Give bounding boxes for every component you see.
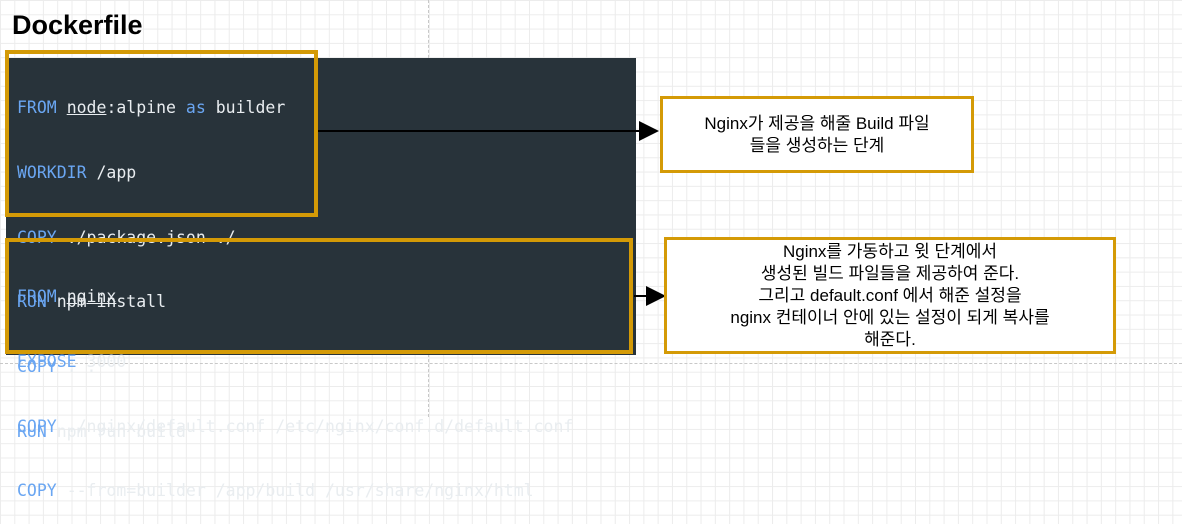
code-text: builder xyxy=(205,98,286,117)
code-keyword: FROM xyxy=(17,287,57,306)
builder-stage-highlight xyxy=(5,50,318,217)
code-line: FROM nginx xyxy=(17,284,573,311)
code-keyword: WORKDIR xyxy=(17,162,87,182)
code-keyword-as: as xyxy=(185,98,206,117)
code-line: COPY --from=builder /app/build /usr/shar… xyxy=(17,478,573,505)
code-image-name: node xyxy=(66,98,107,117)
code-line: EXPOSE 3000 xyxy=(17,349,573,376)
code-args: 3000 xyxy=(86,351,127,371)
code-keyword: COPY xyxy=(17,416,57,436)
connector-arrows xyxy=(318,121,666,306)
page-title: Dockerfile xyxy=(12,10,143,40)
code-line: COPY ./nginx/default.conf /etc/nginx/con… xyxy=(17,414,573,441)
note-line: 그리고 default.conf 에서 해준 설정을 xyxy=(758,285,1022,305)
code-args: npm install xyxy=(56,292,167,312)
note-line: 들을 생성하는 단계 xyxy=(749,135,885,155)
code-text: :alpine xyxy=(106,98,186,117)
code-args: nginx xyxy=(66,287,117,306)
note-line: 해준다. xyxy=(864,329,916,349)
code-args: --from=builder /app/build /usr/share/ngi… xyxy=(66,481,534,501)
dockerfile-code-panel xyxy=(6,58,636,355)
note-line: Nginx를 가동하고 윗 단계에서 xyxy=(782,241,998,261)
run-stage-highlight xyxy=(5,238,633,354)
code-keyword: EXPOSE xyxy=(17,351,77,371)
code-line: WORKDIR /app xyxy=(17,160,285,187)
note-line: Nginx가 제공을 해줄 Build 파일 xyxy=(704,113,930,133)
code-keyword: RUN xyxy=(17,292,47,312)
builder-stage-note: Nginx가 제공을 해줄 Build 파일 들을 생성하는 단계 xyxy=(660,96,974,173)
code-line: RUN npm install xyxy=(17,289,285,316)
code-keyword: COPY xyxy=(17,481,57,501)
run-stage-note: Nginx를 가동하고 윗 단계에서 생성된 빌드 파일들을 제공하여 준다. … xyxy=(664,237,1116,354)
code-args: ./nginx/default.conf /etc/nginx/conf.d/d… xyxy=(66,416,574,436)
code-line: FROM node:alpine as builder xyxy=(17,95,285,122)
code-keyword: COPY xyxy=(17,357,57,377)
note-line: nginx 컨테이너 안에 있는 설정이 되게 복사를 xyxy=(730,307,1050,327)
code-line: COPY . . xyxy=(17,354,285,381)
code-keyword: FROM xyxy=(17,98,57,117)
code-args: . . xyxy=(66,357,97,377)
note-line: 생성된 빌드 파일들을 제공하여 준다. xyxy=(760,263,1020,283)
grid-guide-horizontal xyxy=(0,363,1182,364)
code-args: /app xyxy=(96,162,137,182)
